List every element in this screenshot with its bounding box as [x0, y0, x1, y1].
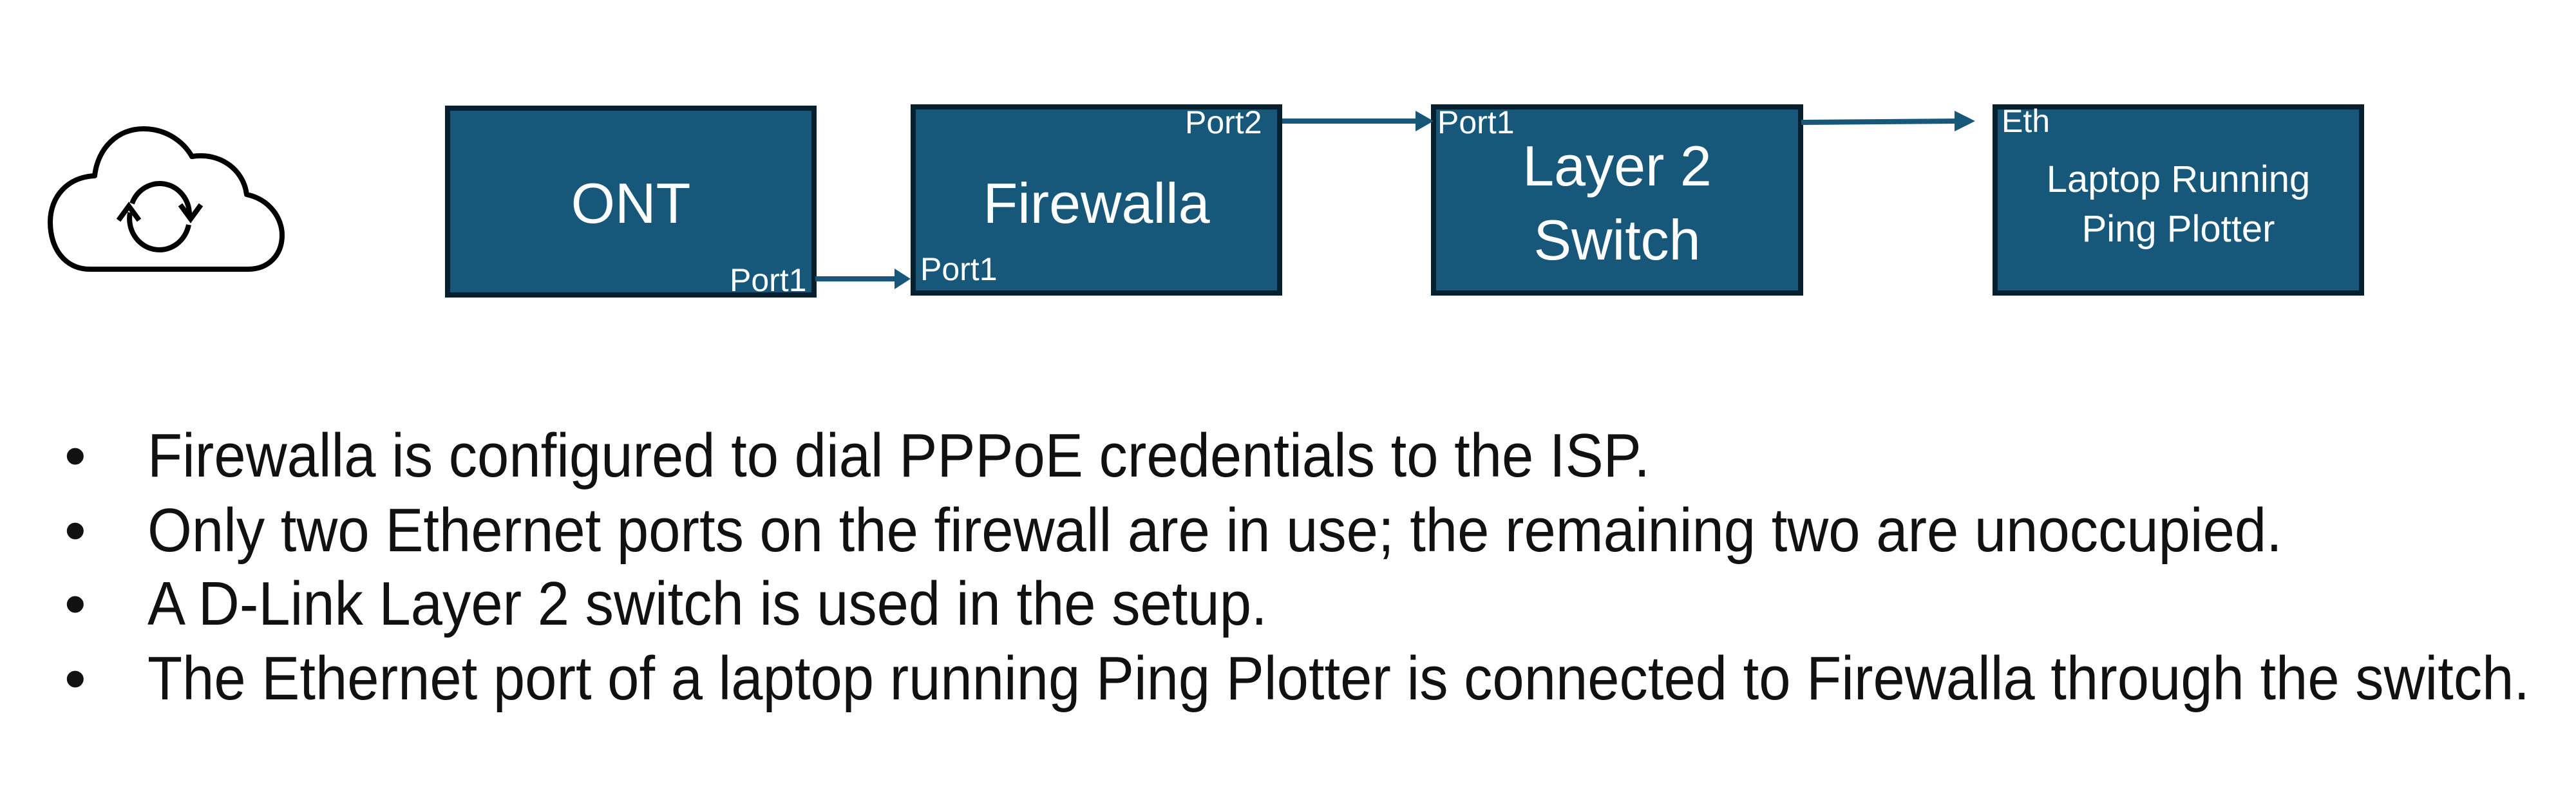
connector-firewalla-to-switch	[1282, 111, 1434, 131]
note-item: • Only two Ethernet ports on the firewal…	[0, 493, 2576, 568]
connector-ont-to-firewalla	[815, 269, 911, 289]
connector-switch-to-laptop	[1801, 111, 1975, 131]
node-layer2-switch: Layer 2 Switch	[1431, 104, 1803, 296]
node-ont: ONT	[445, 106, 817, 298]
bullet-icon: •	[64, 421, 86, 490]
node-laptop-label-line2: Ping Plotter	[2081, 208, 2275, 250]
node-switch-label-line2: Switch	[1533, 208, 1701, 272]
node-laptop-label-line1: Laptop Running	[2046, 158, 2311, 200]
sync-arrowhead-right	[178, 203, 204, 223]
cloud-outline	[48, 126, 285, 272]
node-ont-label: ONT	[571, 171, 691, 235]
note-item: • Firewalla is configured to dial PPPoE …	[0, 419, 2576, 493]
node-firewalla: Firewalla	[911, 104, 1282, 296]
cloud-sync-icon	[48, 126, 285, 272]
node-firewalla-label: Firewalla	[983, 171, 1210, 235]
network-diagram: ONT Firewalla Layer 2 Switch Laptop Runn…	[0, 0, 2576, 335]
port-label-ont-port1: Port1	[730, 262, 807, 298]
note-item: • A D-Link Layer 2 switch is used in the…	[0, 567, 2576, 641]
note-item: • The Ethernet port of a laptop running …	[0, 641, 2576, 716]
port-label-firewalla-port2: Port2	[1185, 104, 1262, 140]
node-switch-label-line1: Layer 2	[1522, 134, 1712, 198]
port-label-firewalla-port1: Port1	[920, 251, 998, 287]
sync-arrow-bottom	[127, 212, 191, 252]
note-text: A D-Link Layer 2 switch is used in the s…	[147, 569, 1267, 638]
node-laptop: Laptop Running Ping Plotter	[1993, 104, 2364, 296]
bullet-icon: •	[64, 496, 86, 565]
note-text: Only two Ethernet ports on the firewall …	[147, 496, 2282, 565]
note-text: The Ethernet port of a laptop running Pi…	[147, 644, 2530, 713]
bullet-icon: •	[64, 569, 86, 638]
sync-arrowhead-left	[116, 202, 142, 222]
sync-arrow-top	[129, 181, 192, 215]
port-label-switch-port1: Port1	[1437, 104, 1515, 140]
note-text: Firewalla is configured to dial PPPoE cr…	[147, 421, 1650, 490]
bullet-icon: •	[64, 644, 86, 713]
port-label-laptop-eth: Eth	[2002, 103, 2050, 139]
